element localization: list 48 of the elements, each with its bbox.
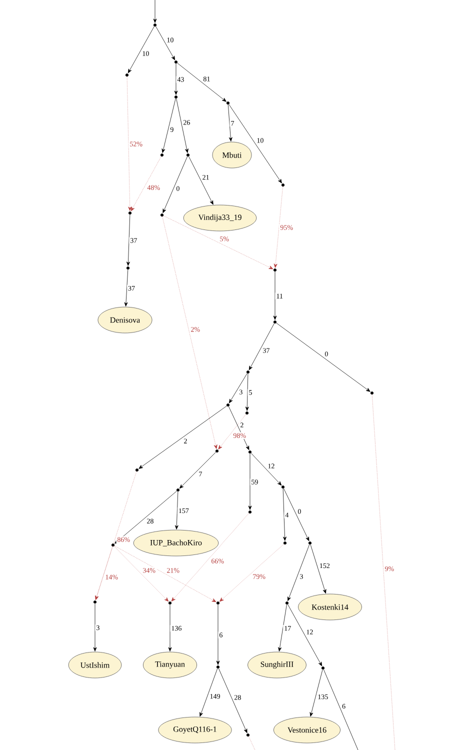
admixture-arrow — [126, 76, 132, 211]
drift-arrow — [176, 98, 188, 153]
drift-arrow — [218, 668, 248, 734]
drift-arrow — [179, 452, 216, 489]
drift-arrow — [228, 373, 248, 404]
admixture-arrow — [114, 546, 169, 602]
admixture-arrow — [220, 544, 284, 602]
drift-arrow — [216, 604, 220, 665]
drift-arrow — [188, 156, 214, 205]
drift-arrow — [174, 64, 178, 95]
drift-arrow — [273, 272, 277, 320]
drift-arrow — [162, 98, 176, 153]
drift-arrow — [228, 104, 282, 184]
drift-arrow — [124, 270, 128, 306]
drift-arrow — [284, 488, 310, 542]
admixture-arrow — [171, 513, 250, 602]
drift-arrow — [174, 492, 178, 530]
admixture-arrow — [274, 186, 284, 268]
drift-arrow — [288, 544, 310, 602]
drift-arrow — [177, 62, 226, 102]
drift-arrow — [228, 104, 232, 142]
drift-arrow — [288, 604, 322, 666]
drift-arrow — [156, 26, 176, 60]
drift-arrow — [228, 406, 250, 450]
drift-arrow — [200, 668, 218, 717]
drift-arrow — [168, 604, 172, 652]
drift-arrow — [310, 670, 323, 717]
drift-arrow — [251, 453, 282, 486]
drift-arrow — [153, 0, 157, 23]
drift-arrow — [310, 544, 326, 594]
drift-arrow — [128, 26, 154, 74]
drift-arrow — [114, 490, 177, 544]
drift-arrow — [126, 214, 130, 266]
drift-arrow — [162, 156, 188, 214]
drift-arrow — [138, 406, 227, 469]
admixture-arrow — [114, 546, 216, 602]
drift-arrow — [245, 374, 249, 411]
drift-arrow — [93, 604, 97, 652]
admixture-arrow — [130, 156, 162, 212]
drift-arrow — [248, 323, 274, 370]
admixture-arrow — [163, 216, 274, 270]
drift-arrow — [276, 322, 370, 392]
drift-arrow — [278, 604, 287, 652]
admixture-arrow — [95, 546, 113, 600]
drift-arrow — [282, 488, 287, 541]
admixture-arrow — [218, 414, 246, 450]
drift-arrow — [248, 454, 252, 510]
admixture-arrow — [162, 216, 218, 449]
